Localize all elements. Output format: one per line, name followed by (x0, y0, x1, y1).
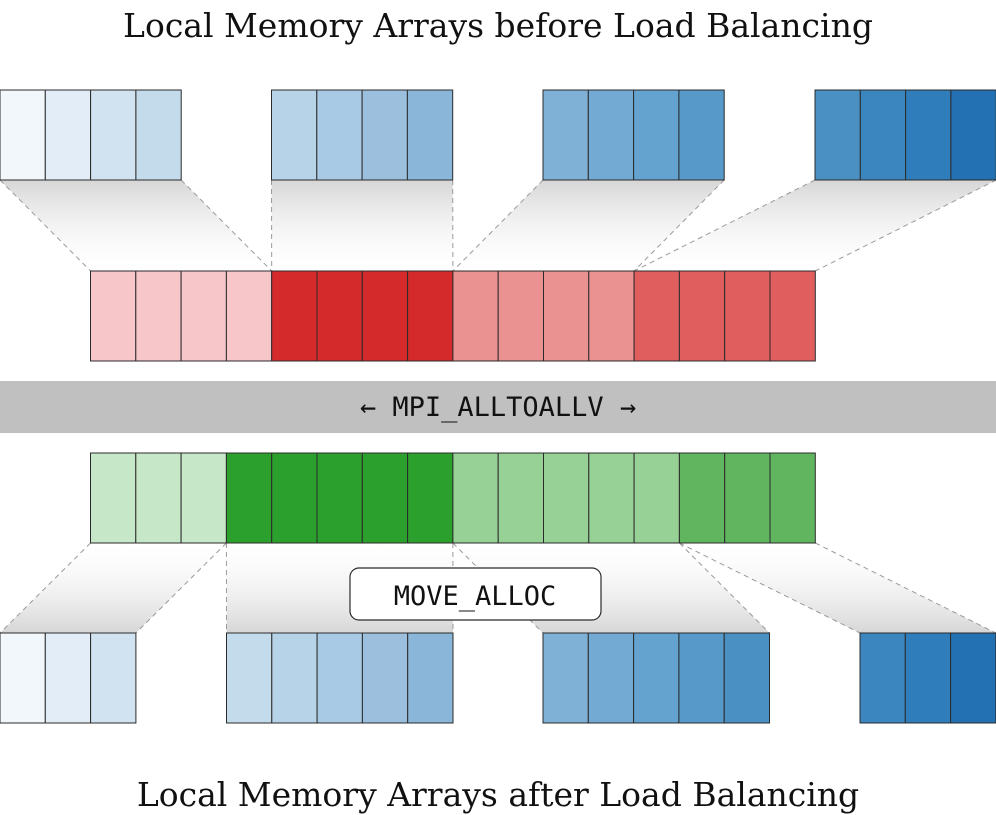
connector-edge (180, 179, 273, 272)
receive-buffer-cell (407, 452, 454, 544)
before-array-3-cell (950, 89, 996, 181)
after-array-1-cell (316, 632, 363, 724)
connector-before (271, 180, 453, 271)
after-array-3-cell (904, 632, 952, 724)
after-array-0-cell (44, 632, 92, 724)
send-buffer-cell (633, 270, 680, 362)
before-array-3-cell (814, 89, 861, 181)
receive-buffer (90, 452, 816, 544)
title-before: Local Memory Arrays before Load Balancin… (123, 6, 873, 45)
before-array-1-cell (271, 89, 318, 181)
connector-edge (815, 542, 996, 634)
connector-after (679, 543, 996, 633)
after-array-1-cell (226, 632, 273, 724)
send-buffer-cell (90, 270, 137, 362)
connector-edge (452, 179, 544, 272)
receive-buffer-cell (724, 452, 771, 544)
before-array-0-cell (0, 89, 46, 181)
connector-edge (679, 542, 861, 634)
receive-buffer-cell (316, 452, 363, 544)
after-array-2-cell (542, 632, 589, 724)
after-array-1-cell (361, 632, 409, 724)
receive-buffer-cell (135, 452, 182, 544)
send-buffer-cell (225, 270, 273, 362)
send-buffer-cell (271, 270, 318, 362)
send-buffer-cell (678, 270, 726, 362)
after-array-3-cell (859, 632, 906, 724)
before-arrays (0, 89, 996, 181)
connector-edge (679, 542, 770, 634)
after-array-2-cell (587, 632, 635, 724)
send-buffer-cell (452, 270, 499, 362)
connector-after (0, 543, 227, 633)
send-buffer-cell (316, 270, 363, 362)
send-buffer-cell (724, 270, 771, 362)
mpi-band-label: ← MPI_ALLTOALLV → (360, 392, 636, 423)
connectors-before (0, 179, 996, 272)
receive-buffer-cell (90, 452, 137, 544)
after-array-2-cell (723, 632, 771, 724)
receive-buffer-cell (543, 452, 590, 544)
before-array-2-cell (587, 89, 635, 181)
after-array-3-cell (950, 632, 996, 724)
receive-buffer-cell (769, 452, 816, 544)
before-array-1-cell (406, 89, 454, 181)
mpi-band (0, 381, 996, 433)
before-array-2-cell (678, 89, 725, 181)
title-after: Local Memory Arrays after Load Balancing (137, 775, 859, 814)
receive-buffer-cell (225, 452, 273, 544)
send-buffer-cell (769, 270, 816, 362)
after-array-0-cell (90, 632, 137, 724)
after-array-1-cell (407, 632, 454, 724)
before-array-1-cell (361, 89, 408, 181)
before-array-2-cell (633, 89, 680, 181)
connector-edge (135, 542, 227, 634)
after-array-1-cell (271, 632, 318, 724)
connector-edge (633, 179, 816, 272)
after-array-2-cell (633, 632, 680, 724)
after-array-2-cell (678, 632, 725, 724)
send-buffer (90, 270, 816, 362)
send-buffer-cell (588, 270, 635, 362)
receive-buffer-cell (180, 452, 227, 544)
move-alloc-box (349, 567, 602, 621)
send-buffer-cell (407, 270, 454, 362)
receive-buffer-cell (678, 452, 726, 544)
receive-buffer-cell (271, 452, 318, 544)
send-buffer-cell (361, 270, 409, 362)
before-array-0-cell (90, 89, 137, 181)
before-array-1-cell (316, 89, 363, 181)
before-array-0-cell (135, 89, 182, 181)
connector-edge (0, 542, 91, 634)
after-array-0-cell (0, 632, 46, 724)
send-buffer-cell (543, 270, 590, 362)
move-alloc-label: MOVE_ALLOC (394, 581, 557, 612)
receive-buffer-cell (633, 452, 680, 544)
send-buffer-cell (497, 270, 545, 362)
receive-buffer-cell (452, 452, 499, 544)
before-array-2-cell (542, 89, 589, 181)
before-array-3-cell (859, 89, 907, 181)
send-buffer-cell (180, 270, 227, 362)
before-array-0-cell (44, 89, 92, 181)
receive-buffer-cell (588, 452, 635, 544)
receive-buffer-cell (361, 452, 409, 544)
connector-before (634, 180, 996, 271)
send-buffer-cell (135, 270, 182, 362)
connector-edge (0, 179, 91, 272)
connector-edge (633, 179, 725, 272)
before-array-3-cell (905, 89, 952, 181)
receive-buffer-cell (497, 452, 545, 544)
after-arrays (0, 632, 996, 724)
connector-edge (815, 179, 996, 272)
connector-before (0, 180, 272, 271)
